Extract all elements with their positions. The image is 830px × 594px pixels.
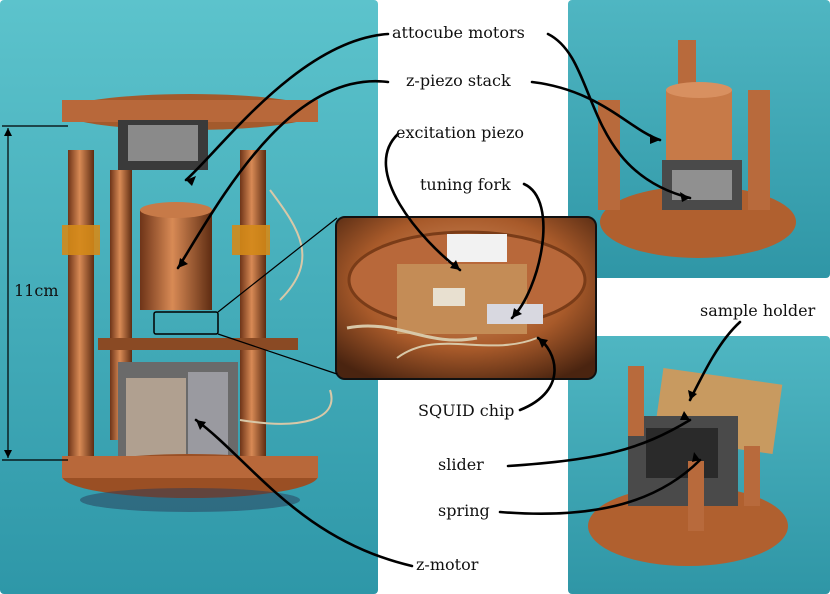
height-label: 11cm xyxy=(14,281,59,300)
excitation-piezo-label: excitation piezo xyxy=(396,123,524,142)
sample-stage-photo xyxy=(568,336,830,594)
spring-label: spring xyxy=(438,501,490,520)
tuning-fork-label: tuning fork xyxy=(420,175,511,194)
slider-label: slider xyxy=(438,455,484,474)
top-view-photo xyxy=(568,0,830,278)
sample-holder-label: sample holder xyxy=(700,301,816,320)
z-piezo-stack-label: z-piezo stack xyxy=(406,71,511,90)
attocube-motors-label: attocube motors xyxy=(392,23,525,42)
tuning-fork-closeup-inset xyxy=(335,216,597,380)
squid-chip-label: SQUID chip xyxy=(418,401,515,420)
z-motor-label: z-motor xyxy=(416,555,479,574)
